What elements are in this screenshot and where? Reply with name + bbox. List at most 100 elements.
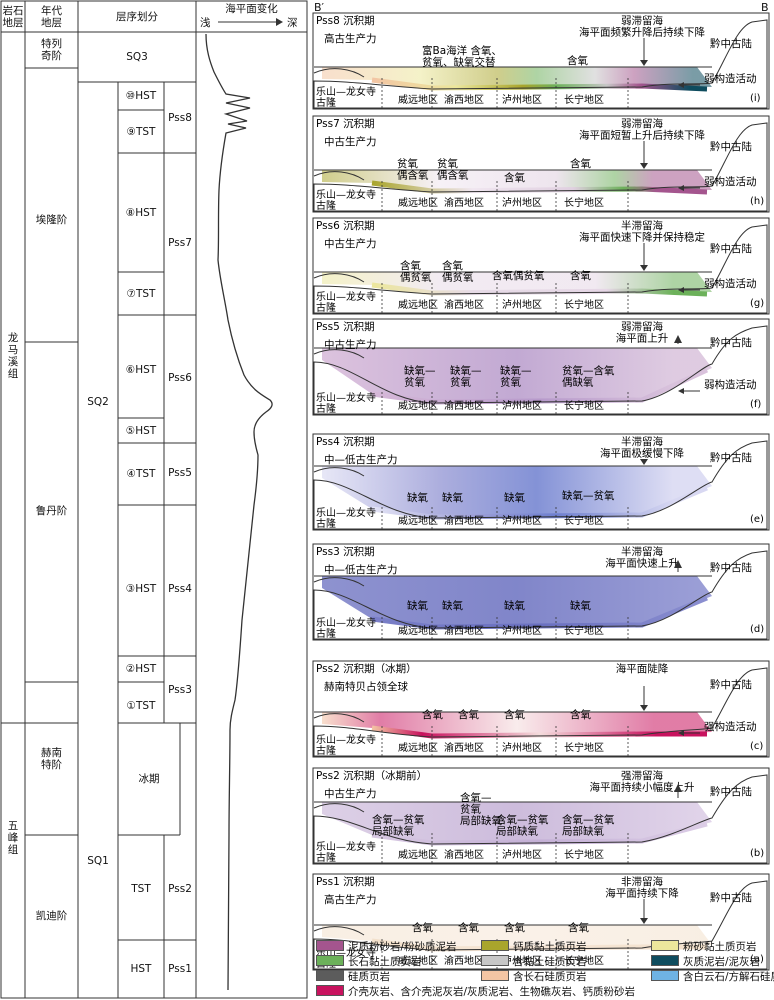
panel-letter: (i) — [750, 93, 761, 104]
panel-frame — [312, 115, 770, 213]
region-label: 长宁地区 — [564, 741, 604, 754]
legend-item: 介壳灰岩、含介壳泥灰岩/灰质泥岩、生物礁灰岩、钙质粉砂岩 — [316, 985, 636, 998]
sea-fall-arrow — [640, 163, 648, 169]
region-label: 渝西地区 — [444, 298, 484, 311]
legend-item: 含长石硅质页岩 — [481, 970, 587, 983]
basin-state-label: 半滞留海海平面快速下降并保持稳定 — [579, 219, 705, 244]
legend-item: 含黏土硅质页岩 — [481, 955, 587, 968]
oxygen-label: 缺氧—贫氧 — [562, 489, 615, 502]
oxygen-label: 含氧—贫氧局部缺氧 — [372, 813, 425, 838]
legend-label: 灰质泥岩/泥灰岩 — [683, 956, 761, 968]
header-deep: 深 — [287, 17, 298, 29]
legend-item: 钙质黏土质页岩 — [481, 940, 587, 953]
legend-swatch — [481, 970, 509, 981]
pss6-label: Pss6 — [168, 372, 192, 384]
panel-frame — [312, 873, 770, 971]
region-label: 长宁地区 — [564, 93, 604, 106]
oxygen-label: 含氧 — [504, 921, 525, 934]
oxygen-label: 缺氧—贫氧 — [404, 364, 436, 389]
oxygen-label: 含氧偶贫氧 — [442, 259, 474, 284]
sediment-layer — [371, 725, 707, 739]
oxygen-label: 含氧—贫氧局部缺氧 — [496, 813, 549, 838]
uplift-right-label: 黔中古陆 — [710, 140, 752, 153]
uplift-left-label: 乐山—龙女寺古隆 — [316, 506, 376, 530]
oxygen-label: 贫氧—含氧偶缺氧 — [562, 364, 615, 389]
panel-frame — [312, 12, 770, 110]
panel-title: Pss2 沉积期（冰期） — [316, 662, 417, 675]
sea-rise-arrow — [674, 335, 682, 343]
water-body — [322, 712, 712, 736]
basin-outline — [313, 550, 768, 640]
water-body — [322, 576, 712, 627]
tract-10-hst: ⑩HST — [125, 90, 157, 102]
oxygen-label: 缺氧 — [407, 491, 428, 504]
panel-letter: (h) — [750, 196, 764, 207]
oxygen-label: 含氧 — [570, 269, 591, 282]
region-label: 渝西地区 — [444, 93, 484, 106]
section-end-right: B — [761, 1, 769, 14]
legend-label: 介壳灰岩、含介壳泥灰岩/灰质泥岩、生物礁灰岩、钙质粉砂岩 — [348, 986, 636, 998]
productivity-label: 高古生产力 — [324, 32, 377, 45]
pss5-label: Pss5 — [168, 467, 192, 479]
uplift-right-label: 黔中古陆 — [710, 678, 752, 691]
uplift-right-label: 黔中古陆 — [710, 785, 752, 798]
pss2-label: Pss2 — [168, 883, 192, 895]
basin-outline — [313, 880, 768, 970]
region-label: 渝西地区 — [444, 196, 484, 209]
legend-item: 含白云石/方解石硅质页岩 — [651, 970, 774, 983]
basin-state-label: 弱滞留海海平面上升 — [616, 320, 669, 345]
tectonic-arrow — [678, 185, 684, 191]
oxygen-label: 缺氧 — [442, 491, 463, 504]
region-label: 泸州地区 — [502, 298, 542, 311]
productivity-label: 赫南特贝占领全球 — [324, 680, 408, 693]
oxygen-label: 含氧 — [504, 171, 525, 184]
sea-fall-arrow — [640, 705, 648, 711]
panel-letter: (c) — [750, 741, 763, 752]
legend-item: 泥质粉砂岩/粉砂质泥岩 — [316, 940, 457, 953]
legend-swatch — [316, 970, 344, 981]
productivity-label: 中—低古生产力 — [324, 453, 398, 466]
oxygen-label: 含氧 — [570, 157, 591, 170]
oxygen-label: 缺氧—贫氧 — [500, 364, 532, 389]
legend-swatch — [316, 955, 344, 966]
productivity-label: 中古生产力 — [324, 237, 377, 250]
oxygen-label: 贫氧偶含氧 — [397, 157, 429, 182]
formation-wufeng: 五 峰 组 — [7, 820, 19, 856]
legend-label: 钙质黏土质页岩 — [513, 941, 587, 953]
oxygen-label: 含氧 — [570, 708, 591, 721]
uplift-right-label: 黔中古陆 — [710, 891, 752, 904]
basin-state-label: 海平面陡降 — [616, 662, 669, 675]
basin-state-label: 强滞留海海平面持续小幅度上升 — [590, 769, 695, 794]
header-sequence: 层序划分 — [116, 11, 158, 23]
pss1-label: Pss1 — [168, 963, 192, 975]
oxygen-label: 含氧 — [567, 54, 588, 67]
region-label: 威远地区 — [398, 954, 438, 967]
basin-outline — [313, 667, 768, 757]
uplift-right-label: 黔中古陆 — [710, 242, 752, 255]
basin-outline — [313, 19, 768, 109]
oxygen-label: 含氧—贫氧局部缺氧 — [460, 791, 502, 827]
pss8-label: Pss8 — [168, 112, 192, 124]
panel-frame — [312, 767, 770, 865]
legend-item: 长石黏土质页岩 — [316, 955, 422, 968]
sea-fall-arrow — [640, 265, 648, 271]
uplift-left-label: 乐山—龙女寺古隆 — [316, 840, 376, 864]
sequence-sq3: SQ3 — [126, 51, 148, 63]
region-label: 渝西地区 — [444, 399, 484, 412]
legend-item: 硅质页岩 — [316, 970, 390, 983]
basin-outline — [313, 224, 768, 314]
region-label: 渝西地区 — [444, 954, 484, 967]
panel-title: Pss5 沉积期 — [316, 320, 375, 333]
panel-c: Pss2 沉积期（冰期）赫南特贝占领全球乐山—龙女寺古隆黔中古陆威远地区渝西地区… — [312, 660, 770, 760]
tectonic-label: 弱构造活动 — [704, 72, 757, 85]
uplift-left-label: 乐山—龙女寺古隆 — [316, 188, 376, 212]
sequence-sq1: SQ1 — [87, 855, 109, 867]
tract-tst: TST — [131, 883, 151, 895]
water-body — [322, 272, 712, 293]
panel-letter: (g) — [750, 298, 764, 309]
legend-label: 硅质页岩 — [348, 971, 390, 983]
legend-swatch — [651, 940, 679, 951]
oxygen-label: 缺氧—贫氧 — [450, 364, 482, 389]
panel-i: Pss8 沉积期高古生产力乐山—龙女寺古隆黔中古陆威远地区渝西地区泸州地区长宁地… — [312, 12, 770, 112]
sea-fall-arrow — [640, 459, 648, 465]
